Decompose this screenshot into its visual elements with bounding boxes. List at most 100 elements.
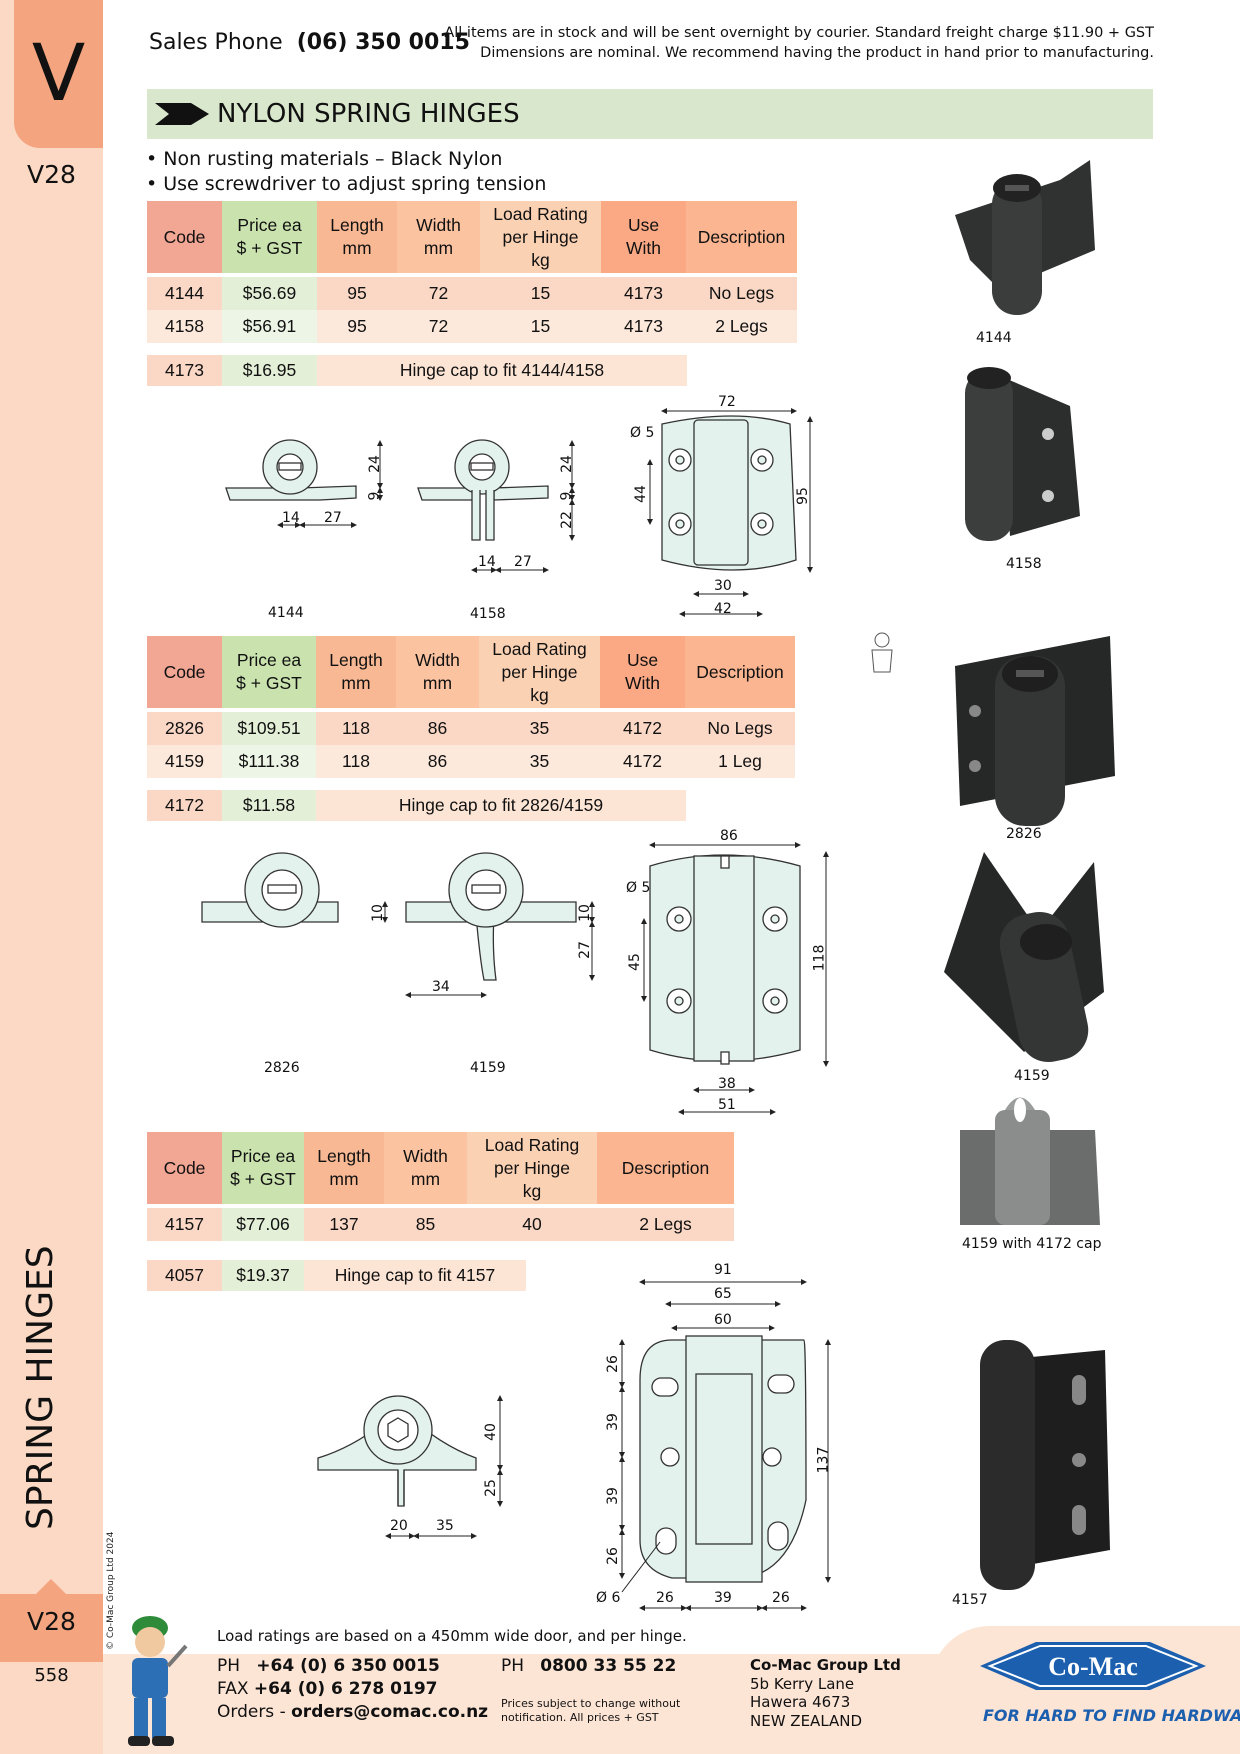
dim-label: 44 <box>632 485 649 503</box>
footer-phone: PH +64 (0) 6 350 0015 <box>217 1656 440 1676</box>
address-line: NEW ZEALAND <box>750 1711 863 1730</box>
dim-label: 22 <box>558 511 575 529</box>
dim-label: 24 <box>558 455 575 473</box>
comac-logo: Co-Mac <box>980 1642 1206 1690</box>
col-header: Load Rating per Hinge kg <box>480 201 601 277</box>
dim-label: 10 <box>576 904 593 922</box>
fax-label: FAX <box>217 1679 249 1699</box>
cap-code: 4173 <box>147 355 222 386</box>
cell: 72 <box>397 277 480 310</box>
col-header: Load Rating per Hinge kg <box>467 1132 597 1208</box>
product-photo-4159 <box>944 852 1104 1063</box>
ph-label: PH <box>217 1656 241 1676</box>
cell: 86 <box>396 745 479 778</box>
dim-label: 38 <box>718 1076 736 1092</box>
dim-label: 60 <box>714 1312 732 1328</box>
cap-row: 4172 $11.58 Hinge cap to fit 2826/4159 <box>147 790 686 821</box>
cell-price: $77.06 <box>222 1208 304 1241</box>
dim-label: 14 <box>282 510 300 526</box>
cell: 1 Leg <box>685 745 795 778</box>
cell: 2 Legs <box>686 310 797 343</box>
col-header: Code <box>147 1132 222 1208</box>
ph2-number: 0800 33 55 22 <box>540 1656 677 1676</box>
cap-code: 4057 <box>147 1260 222 1291</box>
orders-label: Orders - <box>217 1702 286 1722</box>
product-photo-4144 <box>955 160 1095 315</box>
section-code-bottom: V28 <box>27 1607 76 1636</box>
footer-fax: FAX +64 (0) 6 278 0197 <box>217 1679 437 1699</box>
bullet-item: • Non rusting materials – Black Nylon <box>146 148 503 170</box>
photo-label: 2826 <box>1006 826 1042 842</box>
dim-label: 91 <box>714 1262 732 1278</box>
dim-label: Ø 5 <box>626 880 651 896</box>
sidebar-notch <box>35 1579 67 1595</box>
cap-price: $11.58 <box>222 790 316 821</box>
cell-code: 4158 <box>147 310 222 343</box>
cell: No Legs <box>685 712 795 745</box>
col-header: Price ea $ + GST <box>222 1132 304 1208</box>
orders-email[interactable]: orders@comac.co.nz <box>291 1702 489 1722</box>
dim-label: 95 <box>794 487 811 505</box>
dim-label: 39 <box>604 1487 621 1505</box>
dim-label: Ø 5 <box>630 425 655 441</box>
cell-price: $56.91 <box>222 310 317 343</box>
dim-label: 51 <box>718 1097 736 1113</box>
dim-label: 14 <box>478 554 496 570</box>
cell: 15 <box>480 277 601 310</box>
photo-label: 4158 <box>1006 556 1042 572</box>
sidebar <box>0 0 103 1754</box>
drawing-label: 4159 <box>470 1060 506 1076</box>
cell: 72 <box>397 310 480 343</box>
dim-label: 24 <box>366 455 383 473</box>
dim-label: 42 <box>714 601 732 617</box>
company-name: Co-Mac Group Ltd <box>750 1656 901 1674</box>
dim-label: 65 <box>714 1286 732 1302</box>
dim-label: 26 <box>772 1590 790 1606</box>
col-header: Width mm <box>396 636 479 712</box>
cell: 118 <box>316 712 396 745</box>
footer-orders: Orders - orders@comac.co.nz <box>217 1702 488 1722</box>
col-header: Length mm <box>304 1132 384 1208</box>
dim-label: 26 <box>604 1355 621 1373</box>
address-line: 5b Kerry Lane <box>750 1674 855 1693</box>
cell: 4173 <box>601 310 686 343</box>
col-header: Description <box>597 1132 734 1208</box>
drawing-label: 2826 <box>264 1060 300 1076</box>
dim-label: 86 <box>720 828 738 844</box>
ph2-label: PH <box>501 1656 525 1676</box>
col-header: Price ea $ + GST <box>222 201 317 277</box>
drawing-label: 4158 <box>470 606 506 622</box>
cell-code: 2826 <box>147 712 222 745</box>
col-header: Price ea $ + GST <box>222 636 316 712</box>
cell-code: 4157 <box>147 1208 222 1241</box>
dim-label: 27 <box>324 510 342 526</box>
dim-label: 9 <box>558 491 575 501</box>
section-code-top: V28 <box>27 160 76 189</box>
product-photo-4157 <box>980 1340 1110 1590</box>
dim-label: 25 <box>482 1479 499 1497</box>
fax-number: +64 (0) 6 278 0197 <box>253 1679 438 1699</box>
col-header: Width mm <box>384 1132 467 1208</box>
product-photo-4159-with-cap <box>960 1097 1100 1225</box>
cell: 2 Legs <box>597 1208 734 1241</box>
drawing-2826-front <box>649 854 801 1065</box>
cell: 95 <box>317 310 397 343</box>
cap-row: 4057 $19.37 Hinge cap to fit 4157 <box>147 1260 526 1291</box>
cap-price: $16.95 <box>222 355 317 386</box>
cell: 118 <box>316 745 396 778</box>
notice-line: Dimensions are nominal. We recommend hav… <box>480 45 1154 61</box>
bullet-item: • Use screwdriver to adjust spring tensi… <box>146 173 547 195</box>
cell: 95 <box>317 277 397 310</box>
arrow-icon <box>155 103 209 125</box>
logo-text: Co-Mac <box>1048 1652 1138 1681</box>
cell: 137 <box>304 1208 384 1241</box>
prices-note-line: notification. All prices + GST <box>501 1711 659 1724</box>
cap-desc: Hinge cap to fit 4157 <box>304 1260 526 1291</box>
ph-number: +64 (0) 6 350 0015 <box>256 1656 440 1676</box>
prices-note-line: Prices subject to change without <box>501 1697 681 1710</box>
feature-bullets: • Non rusting materials – Black Nylon • … <box>146 147 546 197</box>
sidebar-bottom-tab <box>0 1594 103 1662</box>
